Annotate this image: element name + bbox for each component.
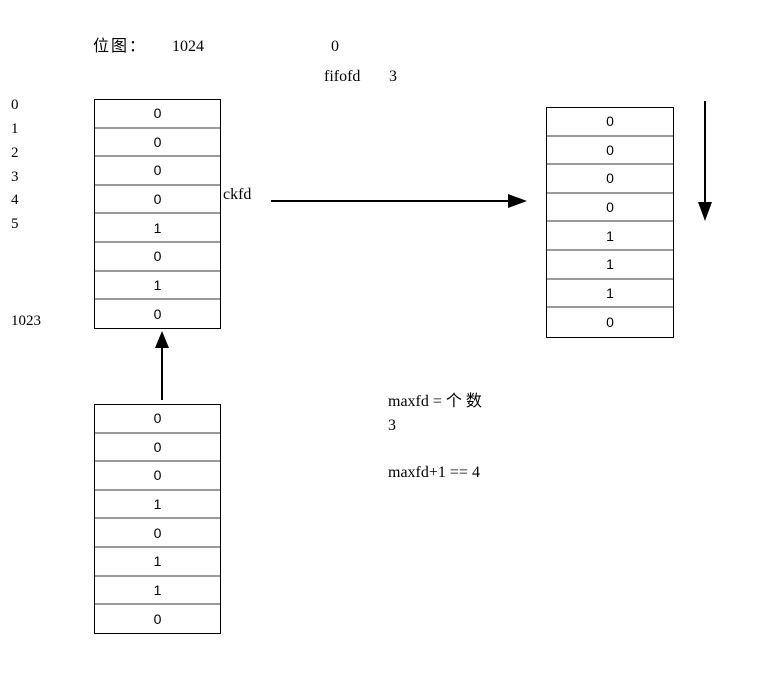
- bitmap-cell: 1: [95, 272, 220, 301]
- zero-label: 0: [331, 38, 339, 55]
- row-index: 1023: [11, 313, 41, 329]
- bitmap-cell: 0: [95, 462, 220, 491]
- ckfd-label: ckfd: [223, 186, 252, 203]
- row-index: 2: [11, 145, 19, 161]
- bitmap-cell: 1: [547, 251, 673, 280]
- row-index: 5: [11, 216, 19, 232]
- bitmap-cell: 1: [95, 491, 220, 520]
- bitmap-cell: 0: [95, 434, 220, 463]
- bitmap-cell: 0: [95, 186, 220, 215]
- bitmap-cell: 0: [153, 611, 162, 628]
- bitmap-cell: 1: [95, 548, 220, 577]
- maxfd-value: 3: [388, 417, 396, 434]
- fifofd-label: fifofd: [324, 68, 361, 85]
- fifofd-value: 3: [389, 68, 397, 85]
- bitmap-cell: 0: [95, 243, 220, 272]
- bitmap-cell: 1: [547, 222, 673, 251]
- bitmap-cell: 0: [95, 157, 220, 186]
- bitmap-table-right: 0 0 0 0 1 1 1 0: [546, 107, 674, 338]
- bitmap-cell: 0: [547, 194, 673, 223]
- arrow-right: [271, 194, 527, 208]
- bitmap-cell: 0: [95, 100, 220, 129]
- bitmap-cell: 0: [547, 165, 673, 194]
- bitmap-label: 位图：: [93, 38, 148, 55]
- arrow-up: [155, 331, 169, 400]
- bitmap-cell: 0: [95, 519, 220, 548]
- bitmap-cell: 1: [95, 577, 220, 606]
- bitmap-cell: 0: [95, 129, 220, 158]
- bitmap-cell: 1: [95, 214, 220, 243]
- bitmap-table-main: 0 0 0 0 1 0 1 0: [94, 99, 221, 329]
- bitmap-table-bottom: 0 0 0 1 0 1 1 0: [94, 404, 221, 634]
- row-index: 0: [11, 97, 19, 113]
- arrow-down: [698, 101, 712, 221]
- bitmap-cell: 0: [606, 314, 614, 331]
- bitmap-cell: 0: [547, 137, 673, 166]
- row-index: 4: [11, 192, 19, 208]
- maxfd-note: maxfd = 个 数: [388, 393, 482, 410]
- bitmap-cell: 0: [153, 306, 162, 323]
- row-index: 3: [11, 169, 19, 185]
- bitmap-cell: 1: [547, 280, 673, 309]
- bitmap-cell: 0: [547, 108, 673, 137]
- maxfd-plus-note: maxfd+1 == 4: [388, 464, 480, 481]
- bitmap-cell: 0: [95, 405, 220, 434]
- row-index: 1: [11, 121, 19, 137]
- bitmap-size: 1024: [172, 38, 204, 55]
